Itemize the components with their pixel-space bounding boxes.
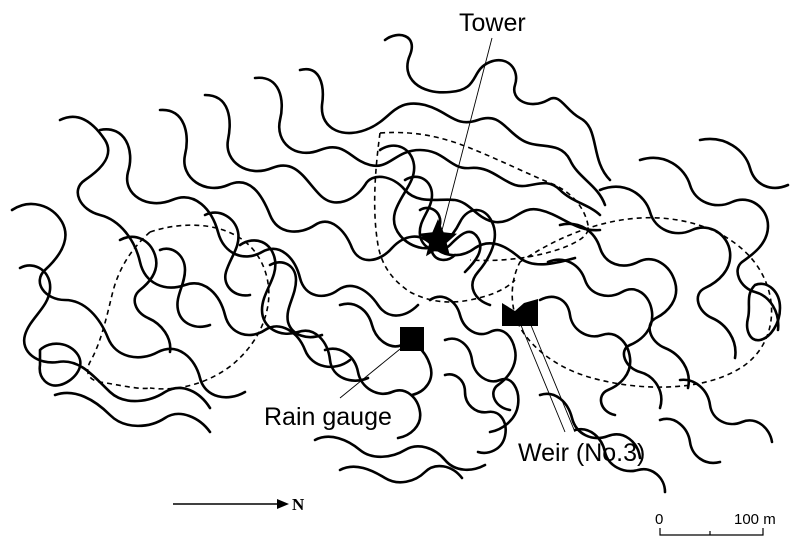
weir-leader-line: [527, 317, 576, 433]
contour-line: [253, 76, 602, 217]
contour-line: [118, 235, 172, 354]
catchment-boundary: [86, 231, 151, 390]
square-icon: [400, 327, 424, 351]
contour-line: [573, 427, 667, 494]
contour-line: [58, 115, 352, 369]
contour-line: [158, 108, 577, 266]
weir-label: Weir (No.3): [518, 439, 645, 467]
contour-line: [268, 260, 324, 339]
tower-label: Tower: [459, 9, 526, 37]
contour-line: [98, 128, 420, 317]
tower-leader-line: [439, 37, 493, 239]
contour-line: [428, 295, 517, 412]
catchment-boundaries: [86, 131, 773, 390]
contour-line: [443, 373, 507, 455]
contour-line: [558, 222, 691, 390]
rain-gauge-label: Rain gauge: [264, 403, 392, 431]
north-arrow: N: [173, 495, 305, 514]
scale-start-label: 0: [655, 511, 663, 528]
star-icon: [419, 219, 457, 257]
contour-lines: [10, 33, 790, 494]
catchment-boundary: [379, 131, 590, 262]
contour-line: [158, 247, 212, 329]
contour-line: [745, 282, 782, 342]
contour-line: [538, 392, 642, 460]
north-label: N: [292, 495, 305, 514]
contour-line: [298, 67, 607, 207]
contour-line: [53, 391, 212, 434]
contour-line: [546, 258, 663, 410]
contour-line: [238, 239, 370, 382]
contour-line: [383, 33, 612, 182]
contour-line: [323, 347, 422, 440]
arrow-right-icon: [277, 499, 289, 509]
contour-line: [658, 417, 722, 465]
scale-bar: 0 100 m: [655, 511, 776, 536]
catchment-boundary: [149, 224, 270, 390]
markers: [400, 219, 538, 351]
contour-line: [338, 464, 464, 484]
contour-line: [698, 137, 790, 190]
contour-line: [598, 185, 737, 360]
leader-lines: [339, 37, 576, 433]
contour-line: [203, 211, 252, 297]
scale-bar-line: [659, 528, 764, 536]
catchment-boundary: [373, 132, 516, 303]
weir-icon: [502, 299, 538, 326]
catchment-boundary: [511, 216, 773, 388]
contour-line: [443, 337, 520, 434]
contour-line: [18, 264, 212, 410]
contour-line: [10, 202, 247, 399]
contour-line: [538, 295, 632, 417]
contour-line: [678, 378, 774, 444]
contour-line: [313, 435, 487, 471]
contour-line: [403, 175, 482, 274]
scale-end-label: 100 m: [734, 511, 776, 528]
rain-gauge-leader-line: [339, 344, 406, 399]
weir-leader-line: [517, 317, 566, 433]
contour-line: [203, 93, 602, 232]
contour-line: [638, 156, 780, 332]
place-labels: Tower Rain gauge Weir (No.3): [264, 9, 645, 467]
contour-line: [38, 342, 82, 387]
